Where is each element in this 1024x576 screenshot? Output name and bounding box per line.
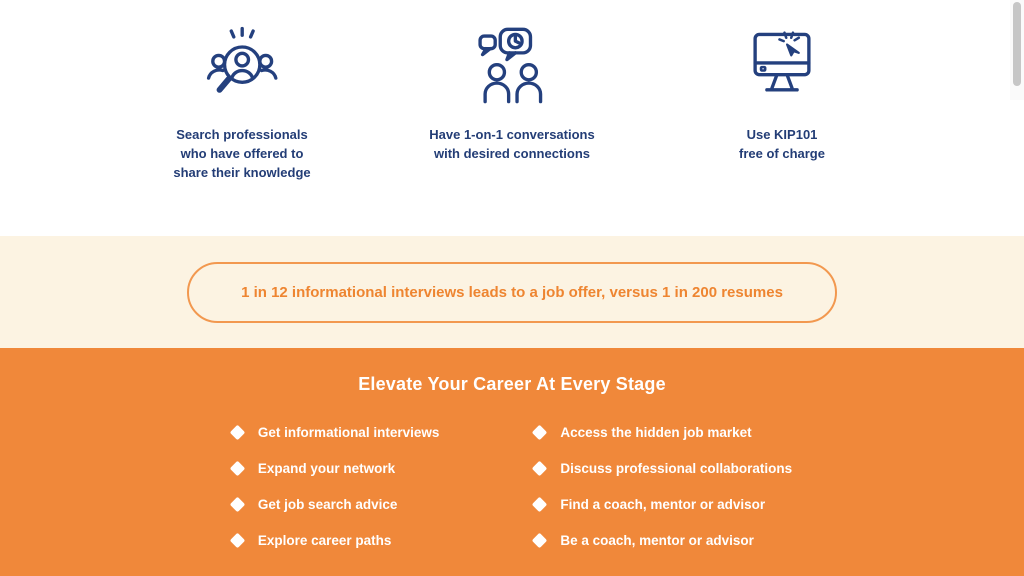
diamond-bullet-icon	[532, 496, 548, 513]
list-item: Find a coach, mentor or advisor	[532, 496, 792, 513]
diamond-bullet-icon	[229, 496, 246, 513]
list-item: Expand your network	[229, 460, 440, 477]
one-on-one-conversation-icon	[470, 24, 554, 112]
list-item-label: Find a coach, mentor or advisor	[560, 497, 766, 512]
list-item-label: Explore career paths	[257, 533, 392, 548]
feature-caption: Search professionals who have offered to…	[173, 127, 311, 180]
monitor-cursor-icon	[740, 24, 824, 112]
list-item-label: Expand your network	[257, 461, 396, 476]
list-item: Get job search advice	[229, 496, 440, 513]
list-item-label: Get job search advice	[257, 497, 398, 512]
diamond-bullet-icon	[532, 424, 548, 441]
list-item: Get informational interviews	[229, 424, 440, 441]
list-item-label: Access the hidden job market	[560, 425, 752, 440]
diamond-bullet-icon	[229, 460, 246, 477]
diamond-bullet-icon	[532, 532, 548, 549]
career-benefits-right-column: Access the hidden job market Discuss pro…	[532, 424, 793, 549]
feature-conversations: Have 1-on-1 conversations with desired c…	[396, 24, 628, 164]
career-section-title: Elevate Your Career At Every Stage	[358, 374, 666, 394]
feature-search-professionals: Search professionals who have offered to…	[126, 24, 358, 183]
career-section: Elevate Your Career At Every Stage Get i…	[0, 348, 1024, 576]
diamond-bullet-icon	[229, 424, 246, 441]
list-item: Discuss professional collaborations	[532, 460, 793, 477]
career-benefit-columns: Get informational interviews Expand your…	[0, 424, 1024, 549]
stat-banner: 1 in 12 informational interviews leads t…	[187, 261, 837, 323]
list-item-label: Get informational interviews	[257, 425, 440, 440]
search-professionals-icon	[196, 24, 288, 112]
diamond-bullet-icon	[532, 460, 548, 477]
features-section: Search professionals who have offered to…	[0, 0, 1024, 236]
list-item: Explore career paths	[229, 532, 440, 549]
feature-caption: Use KIP101 free of charge	[739, 127, 825, 161]
feature-free-of-charge: Use KIP101 free of charge	[666, 24, 898, 164]
scrollbar-thumb[interactable]	[1013, 2, 1021, 86]
list-item: Be a coach, mentor or advisor	[532, 532, 792, 549]
career-benefits-left-column: Get informational interviews Expand your…	[229, 424, 440, 549]
list-item: Access the hidden job market	[532, 424, 792, 441]
list-item-label: Discuss professional collaborations	[560, 461, 793, 476]
list-item-label: Be a coach, mentor or advisor	[560, 533, 754, 548]
stat-banner-section: 1 in 12 informational interviews leads t…	[0, 236, 1024, 348]
feature-caption: Have 1-on-1 conversations with desired c…	[429, 127, 595, 161]
diamond-bullet-icon	[229, 532, 246, 549]
